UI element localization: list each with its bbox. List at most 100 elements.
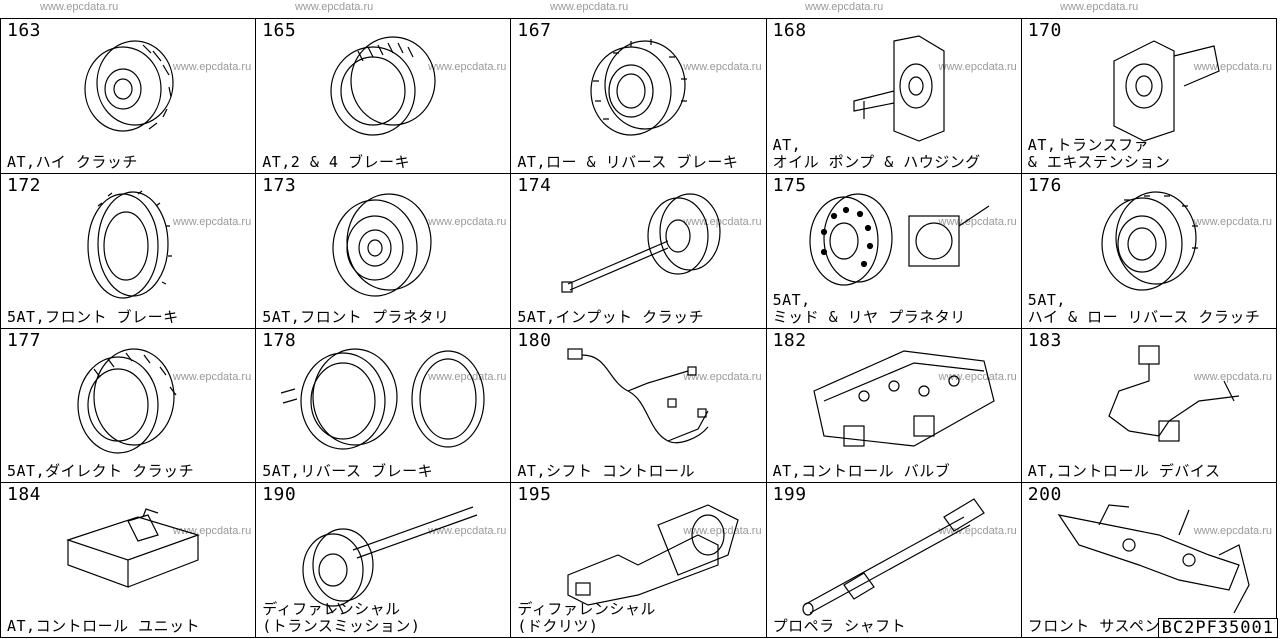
part-label: 5AT,フロント プラネタリ bbox=[262, 307, 450, 326]
direct-clutch-icon bbox=[68, 341, 188, 465]
propeller-shaft-icon bbox=[794, 495, 994, 624]
gear-ring-icon bbox=[583, 31, 693, 145]
part-cell-177[interactable]: www.epcdata.ru 177 5AT,ダイレクト クラッチ bbox=[1, 328, 257, 484]
brake-band-icon bbox=[318, 31, 448, 145]
catalog-code: BC2PF35001 bbox=[1157, 618, 1278, 638]
watermark: www.epcdata.ru bbox=[550, 1, 629, 13]
part-label: ディファレンシャル (トランスミッション) bbox=[262, 600, 421, 635]
part-number: 183 bbox=[1027, 329, 1062, 351]
part-number: 195 bbox=[517, 484, 552, 506]
watermark: www.epcdata.ru bbox=[172, 61, 252, 73]
watermark: www.epcdata.ru bbox=[683, 525, 762, 538]
clutch-plate-icon bbox=[78, 186, 178, 310]
control-unit-icon bbox=[48, 495, 208, 599]
part-label: 5AT,インプット クラッチ bbox=[517, 307, 705, 326]
reverse-brake-icon bbox=[273, 341, 493, 460]
watermark: www.epcdata.ru bbox=[1193, 61, 1272, 73]
part-cell-190[interactable]: www.epcdata.ru 190 ディファレンシャル (トランスミッション) bbox=[256, 483, 512, 638]
part-cell-195[interactable]: www.epcdata.ru 195 ディファレンシャル (ドクリツ) bbox=[511, 483, 767, 638]
part-number: 178 bbox=[262, 329, 297, 351]
watermark: www.epcdata.ru bbox=[428, 215, 507, 228]
planetary-icon bbox=[323, 186, 443, 310]
drum-icon bbox=[73, 31, 183, 145]
part-number: 190 bbox=[262, 484, 297, 506]
part-cell-172[interactable]: www.epcdata.ru 172 5AT,フロント ブレーキ bbox=[1, 173, 257, 329]
part-label: AT,トランスファ & エキステンション bbox=[1027, 135, 1171, 171]
watermark: www.epcdata.ru bbox=[295, 1, 374, 13]
planetary-set-icon bbox=[794, 186, 994, 300]
part-label: 5AT,ダイレクト クラッチ bbox=[7, 462, 195, 481]
part-label: 5AT, ミッド & リヤ プラネタリ bbox=[772, 290, 966, 326]
part-number: 176 bbox=[1027, 174, 1062, 196]
part-number: 184 bbox=[7, 484, 42, 506]
part-number: 177 bbox=[7, 329, 42, 351]
part-number: 168 bbox=[772, 20, 807, 41]
pump-housing-icon bbox=[824, 31, 964, 150]
part-label: AT,ハイ クラッチ bbox=[7, 152, 138, 171]
part-label: AT,コントロール デバイス bbox=[1027, 462, 1221, 481]
watermark: www.epcdata.ru bbox=[1193, 370, 1272, 383]
part-label: 5AT, ハイ & ロー リバース クラッチ bbox=[1027, 290, 1261, 326]
part-cell-176[interactable]: www.epcdata.ru 176 5AT, ハイ & ロー リバース クラッチ bbox=[1021, 173, 1277, 329]
part-number: 174 bbox=[517, 174, 552, 196]
watermark: www.epcdata.ru bbox=[683, 215, 762, 228]
part-label: プロペラ シャフト bbox=[772, 617, 907, 635]
watermark: www.epcdata.ru bbox=[40, 1, 119, 13]
part-label: AT,2 & 4 ブレーキ bbox=[262, 152, 410, 171]
part-label: 5AT,フロント ブレーキ bbox=[7, 307, 179, 326]
differential-mount-icon bbox=[528, 495, 748, 619]
sensor-icon bbox=[1049, 341, 1249, 465]
part-number: 165 bbox=[262, 20, 297, 41]
differential-shaft-icon bbox=[273, 495, 493, 619]
part-cell-174[interactable]: www.epcdata.ru 174 5AT,インプット クラッチ bbox=[511, 173, 767, 329]
part-number: 170 bbox=[1027, 20, 1062, 41]
input-shaft-icon bbox=[538, 186, 738, 300]
part-number: 172 bbox=[7, 174, 42, 196]
watermark: www.epcdata.ru bbox=[172, 215, 252, 228]
watermark: www.epcdata.ru bbox=[805, 1, 884, 13]
part-number: 163 bbox=[7, 20, 42, 41]
watermark: www.epcdata.ru bbox=[683, 61, 762, 73]
watermark: www.epcdata.ru bbox=[1193, 215, 1272, 228]
watermark: www.epcdata.ru bbox=[428, 525, 507, 538]
watermark: www.epcdata.ru bbox=[428, 61, 507, 73]
wire-harness-icon bbox=[548, 341, 728, 465]
watermark: www.epcdata.ru bbox=[683, 370, 762, 383]
part-number: 182 bbox=[772, 329, 807, 351]
watermark: www.epcdata.ru bbox=[428, 370, 507, 383]
part-label: AT,コントロール バルブ bbox=[772, 462, 951, 481]
watermark: www.epcdata.ru bbox=[172, 525, 252, 538]
part-label: AT,ロー & リバース ブレーキ bbox=[517, 152, 739, 171]
part-label: AT, オイル ポンプ & ハウジング bbox=[772, 135, 981, 171]
part-label: 5AT,リバース ブレーキ bbox=[262, 462, 434, 481]
part-cell-173[interactable]: www.epcdata.ru 173 5AT,フロント プラネタリ bbox=[256, 173, 512, 329]
watermark: www.epcdata.ru bbox=[938, 61, 1017, 73]
part-label: AT,コントロール ユニット bbox=[7, 617, 201, 635]
part-label: AT,シフト コントロール bbox=[517, 462, 696, 481]
part-number: 173 bbox=[262, 174, 297, 196]
watermark: www.epcdata.ru bbox=[1193, 525, 1272, 538]
part-number: 175 bbox=[772, 174, 807, 196]
suspension-icon bbox=[1039, 495, 1259, 619]
transfer-case-icon bbox=[1074, 31, 1224, 150]
watermark: www.epcdata.ru bbox=[172, 370, 252, 383]
clutch-drum-icon bbox=[1094, 186, 1204, 300]
watermark: www.epcdata.ru bbox=[1060, 1, 1139, 13]
part-label: ディファレンシャル (ドクリツ) bbox=[517, 600, 656, 635]
part-number: 167 bbox=[517, 20, 552, 41]
part-cell-178[interactable]: www.epcdata.ru 178 5AT,リバース ブレーキ bbox=[256, 328, 512, 484]
part-number: 199 bbox=[772, 484, 807, 506]
